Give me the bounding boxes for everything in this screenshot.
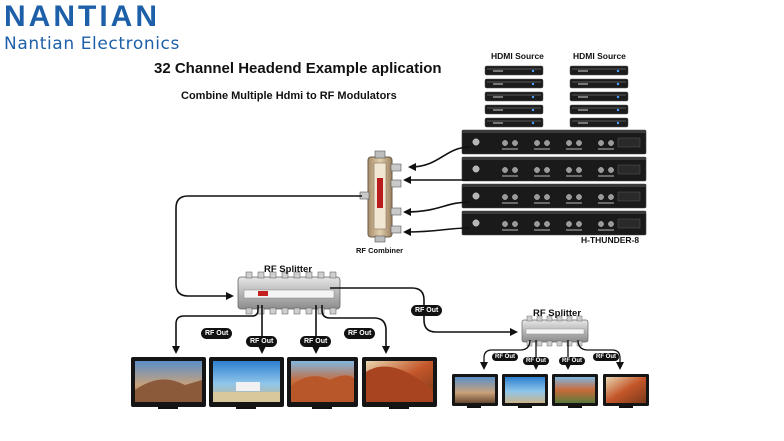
hdmi-source-box — [484, 91, 544, 102]
splitter-port — [257, 307, 265, 315]
rf-splitter-secondary-device — [521, 319, 589, 343]
hdmi-source-box — [569, 91, 629, 102]
hdmi-source-box — [484, 104, 544, 115]
tv-main-3 — [287, 357, 358, 409]
rf-splitter-main-label: RF Splitter — [264, 264, 313, 275]
splitter-port — [281, 307, 289, 315]
rf-splitter-secondary-label: RF Splitter — [533, 308, 582, 319]
tv-secondary-1 — [452, 374, 498, 408]
rf-out-tag-main-1: RF Out — [201, 328, 233, 339]
modulator-unit — [461, 210, 647, 236]
rf-out-tag-secondary-3: RF Out — [559, 357, 585, 365]
brand-logo: NANTIAN — [4, 0, 160, 33]
splitter-port — [317, 271, 325, 279]
rf-out-tag-main-4: RF Out — [344, 328, 376, 339]
hdmi-source-box — [569, 104, 629, 115]
tv-main-2 — [209, 357, 284, 409]
splitter-port — [536, 315, 543, 322]
modulator-to-combiner-cables — [403, 146, 471, 236]
rf-out-tag-secondary-4: RF Out — [593, 353, 619, 361]
splitter-port — [566, 315, 573, 322]
splitter-port — [269, 271, 277, 279]
splitter-port — [293, 307, 301, 315]
tv-main-1 — [131, 357, 206, 409]
rf-combiner-device — [359, 150, 402, 243]
modulator-stack — [461, 129, 647, 236]
rf-out-tag-main-3: RF Out — [300, 336, 332, 347]
diagram-subtitle: Combine Multiple Hdmi to RF Modulators — [181, 90, 397, 102]
hdmi-source-stack-right — [569, 65, 629, 128]
hdmi-source-box — [569, 78, 629, 89]
modulator-unit — [461, 183, 647, 209]
splitter-port — [536, 340, 543, 347]
tv-secondary-2 — [502, 374, 548, 408]
modulator-unit — [461, 129, 647, 155]
splitter-port — [556, 315, 563, 322]
rf-out-tag-main-2: RF Out — [246, 336, 278, 347]
splitter-port — [526, 315, 533, 322]
splitter-port — [566, 340, 573, 347]
splitter-port — [305, 307, 313, 315]
tv-secondary-3 — [552, 374, 598, 408]
tv-main-4 — [362, 357, 437, 409]
splitter-port — [305, 271, 313, 279]
rf-combiner-label: RF Combiner — [356, 246, 404, 255]
splitter-port — [546, 340, 553, 347]
hdmi-source-box — [569, 65, 629, 76]
hdmi-source-label-left: HDMI Source — [491, 51, 544, 61]
hdmi-source-stack-left — [484, 65, 544, 128]
diagram-title: 32 Channel Headend Example aplication — [154, 60, 442, 77]
tv-secondary-4 — [603, 374, 649, 408]
hdmi-source-box — [569, 117, 629, 128]
hdmi-source-box — [484, 117, 544, 128]
combiner-to-splitter-cable — [175, 195, 362, 300]
splitter-port — [293, 271, 301, 279]
splitter-port — [546, 315, 553, 322]
splitter-port — [329, 307, 337, 315]
hdmi-source-box — [484, 65, 544, 76]
splitter-port — [269, 307, 277, 315]
splitter-port — [329, 271, 337, 279]
rf-splitter-main-device — [237, 276, 341, 310]
splitter-port — [245, 271, 253, 279]
splitter-port — [245, 307, 253, 315]
modulator-label: H-THUNDER-8 — [581, 235, 640, 245]
rf-out-tag-secondary-2: RF Out — [523, 357, 549, 365]
hdmi-source-box — [484, 78, 544, 89]
modulator-unit — [461, 156, 647, 182]
splitter-port — [576, 315, 583, 322]
splitter-port — [317, 307, 325, 315]
rf-out-tag-link: RF Out — [411, 305, 443, 316]
splitter-port — [281, 271, 289, 279]
hdmi-source-label-right: HDMI Source — [573, 51, 626, 61]
brand-tagline: Nantian Electronics — [4, 34, 180, 54]
splitter-port — [556, 340, 563, 347]
splitter-port — [257, 271, 265, 279]
rf-out-tag-secondary-1: RF Out — [492, 353, 518, 361]
